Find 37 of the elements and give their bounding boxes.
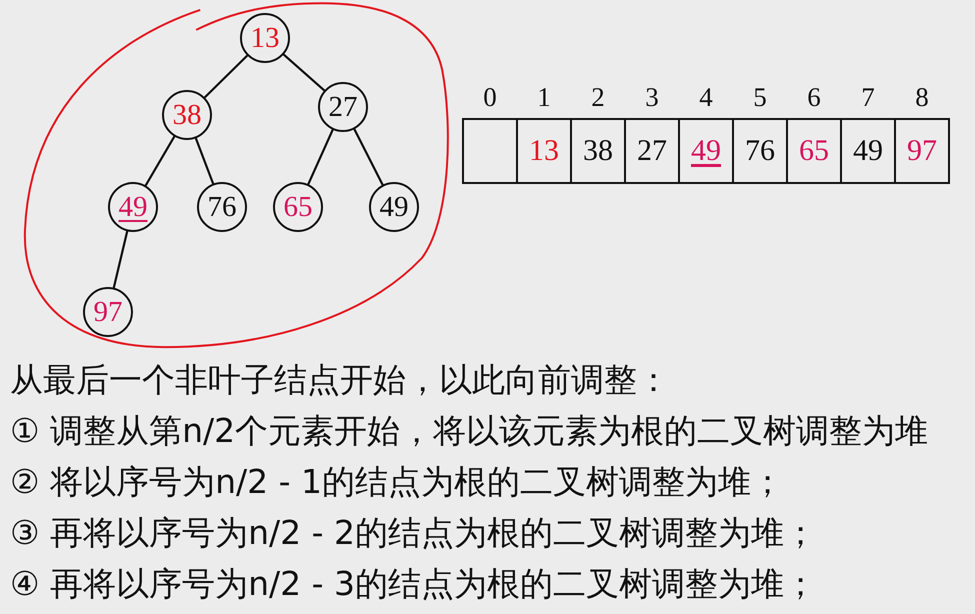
array-cell: 97: [894, 118, 950, 184]
tree-edge: [282, 54, 326, 92]
index-number: 7: [861, 82, 875, 112]
array-cell: 65: [786, 118, 842, 184]
step-text: ① 调整从第n/2个元素开始，将以该元素为根的二叉树调整为堆: [10, 411, 928, 451]
tree-node: 65: [273, 182, 323, 232]
tree-node: 27: [318, 82, 368, 132]
heading-text: 从最后一个非叶子结点开始，以此向前调整：: [10, 360, 670, 400]
array-cell: 76: [732, 118, 788, 184]
step-text: ③ 再将以序号为n/2 - 2的结点为根的二叉树调整为堆；: [10, 513, 817, 553]
tree-edge: [353, 128, 384, 186]
index-number: 2: [591, 82, 605, 112]
index-number: 3: [645, 82, 659, 112]
tree-node: 13: [240, 13, 290, 63]
array-cell: 13: [516, 118, 572, 184]
index-number: 4: [699, 82, 713, 112]
tree-node: 38: [162, 90, 212, 140]
index-number: 8: [915, 82, 929, 112]
tree-edge: [112, 230, 128, 289]
index-number: 6: [807, 82, 821, 112]
step-text: ② 将以序号为n/2 - 1的结点为根的二叉树调整为堆；: [10, 462, 784, 502]
index-number: 0: [483, 82, 497, 112]
tree-edge: [194, 137, 214, 185]
index-number: 5: [753, 82, 767, 112]
array-cell: 49: [678, 118, 734, 184]
index-number: 1: [537, 82, 551, 112]
tree-edge: [144, 136, 176, 186]
tree-node: 76: [197, 182, 247, 232]
tree-edge: [307, 128, 334, 186]
step-text: ④ 再将以序号为n/2 - 3的结点为根的二叉树调整为堆；: [10, 564, 817, 604]
tree-node: 97: [83, 287, 133, 337]
tree-node: 49: [369, 182, 419, 232]
tree-edge: [204, 54, 248, 98]
tree-node: 49: [108, 182, 158, 232]
array-cell: 27: [624, 118, 680, 184]
array-cell: 49: [840, 118, 896, 184]
array-cell: 38: [570, 118, 626, 184]
